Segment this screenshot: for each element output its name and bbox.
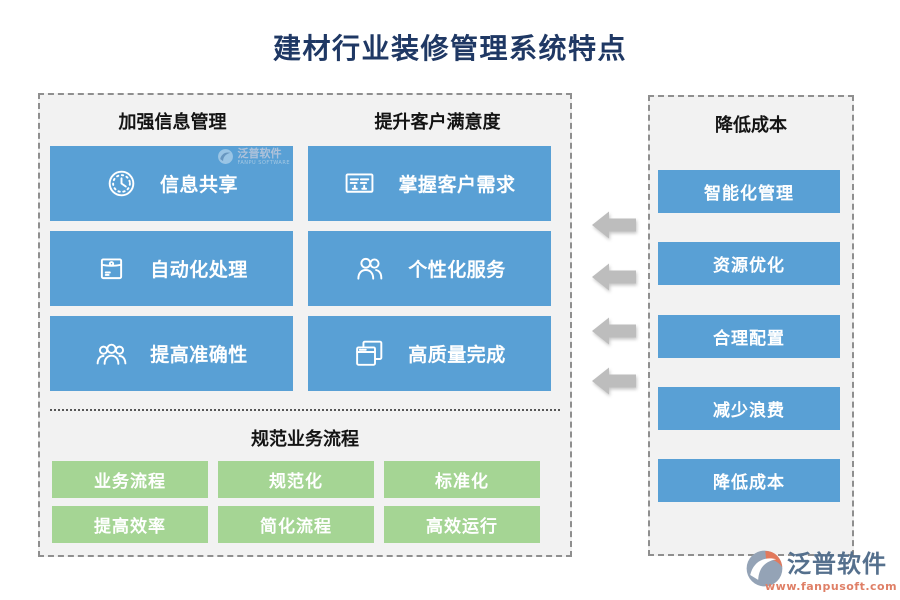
process-chip-business-flow: 业务流程 bbox=[52, 461, 208, 498]
page-title: 建材行业装修管理系统特点 bbox=[272, 32, 627, 65]
process-chip-simplify: 简化流程 bbox=[218, 506, 374, 543]
cost-item-resource-optimization: 资源优化 bbox=[658, 242, 840, 285]
cost-item-reasonable-allocation: 合理配置 bbox=[658, 315, 840, 358]
clock-icon bbox=[105, 167, 138, 200]
feature-label: 个性化服务 bbox=[408, 259, 506, 281]
process-chip-normalization: 规范化 bbox=[218, 461, 374, 498]
feature-box-automation: 自动化处理 bbox=[50, 231, 293, 306]
feature-label: 自动化处理 bbox=[150, 259, 248, 281]
watermark: 泛普软件 FANPU SOFTWARE bbox=[217, 148, 290, 166]
envelope-icon bbox=[95, 252, 128, 285]
feature-box-accuracy: 提高准确性 bbox=[50, 316, 293, 391]
left-block-arrow-icon bbox=[591, 316, 637, 346]
fanpu-logo-icon bbox=[217, 148, 234, 165]
process-grid: 业务流程 规范化 标准化 提高效率 简化流程 高效运行 bbox=[52, 461, 540, 543]
right-cost-panel: 降低成本 智能化管理 资源优化 合理配置 减少浪费 降低成本 bbox=[648, 95, 854, 556]
dotted-divider bbox=[50, 409, 560, 411]
feature-grid: 信息共享 泛普软件 FANPU SOFTWARE bbox=[50, 146, 551, 391]
feature-box-personalized-service: 个性化服务 bbox=[308, 231, 551, 306]
feature-box-customer-needs: 掌握客户需求 bbox=[308, 146, 551, 221]
feature-label: 高质量完成 bbox=[408, 344, 506, 366]
left-block-arrow-icon bbox=[591, 366, 637, 396]
left-block-arrow-icon bbox=[591, 262, 637, 292]
column-header-customer-satisfaction: 提升客户满意度 bbox=[374, 112, 501, 133]
fanpu-logo-icon bbox=[745, 549, 784, 588]
people-group-icon bbox=[95, 337, 128, 370]
process-section-header: 规范业务流程 bbox=[251, 429, 359, 450]
watermark-subtext: FANPU SOFTWARE bbox=[237, 160, 290, 166]
column-headers: 加强信息管理 提升客户满意度 bbox=[40, 108, 570, 134]
stacked-windows-icon bbox=[353, 337, 386, 370]
process-chip-standardization: 标准化 bbox=[384, 461, 540, 498]
process-chip-efficiency: 提高效率 bbox=[52, 506, 208, 543]
process-chip-efficient-run: 高效运行 bbox=[384, 506, 540, 543]
feature-box-info-sharing: 信息共享 泛普软件 FANPU SOFTWARE bbox=[50, 146, 293, 221]
cost-panel-header: 降低成本 bbox=[715, 115, 787, 136]
cost-item-reduce-cost: 降低成本 bbox=[658, 459, 840, 502]
column-header-info-management: 加强信息管理 bbox=[118, 112, 227, 133]
left-block-arrow-icon bbox=[591, 210, 637, 240]
cost-item-reduce-waste: 减少浪费 bbox=[658, 387, 840, 430]
feature-box-quality-completion: 高质量完成 bbox=[308, 316, 551, 391]
cost-item-intelligent-management: 智能化管理 bbox=[658, 170, 840, 213]
footer-brand: 泛普软件 www.fanpusoft.com bbox=[745, 549, 897, 593]
feature-label: 提高准确性 bbox=[150, 344, 248, 366]
footer-brand-url: www.fanpusoft.com bbox=[765, 580, 898, 593]
left-feature-panel: 加强信息管理 提升客户满意度 信息共享 bbox=[38, 93, 572, 557]
footer-brand-name: 泛普软件 bbox=[787, 550, 887, 578]
two-users-icon bbox=[353, 252, 386, 285]
feature-label: 信息共享 bbox=[159, 174, 238, 196]
watermark-brand: 泛普软件 bbox=[237, 147, 282, 160]
feature-label: 掌握客户需求 bbox=[398, 174, 516, 196]
checklist-board-icon bbox=[343, 167, 376, 200]
